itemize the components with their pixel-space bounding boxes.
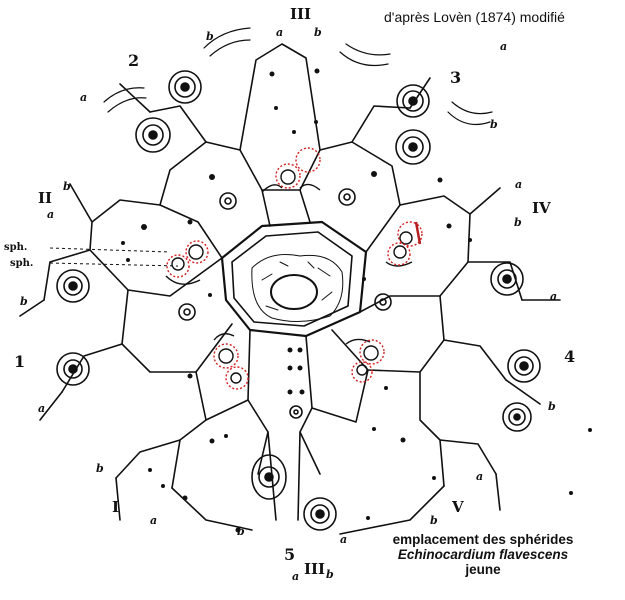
spheridium-marker-I-b	[225, 366, 249, 390]
caption-species: Echinocardium flavescens	[397, 547, 569, 562]
ambulacrum-label-III-bottom: III	[304, 560, 325, 578]
sph-label-2: sph.	[10, 258, 33, 269]
svg-text:a: a	[276, 26, 283, 39]
svg-text:b: b	[314, 26, 322, 39]
svg-text:a: a	[500, 40, 507, 53]
svg-text:b: b	[548, 400, 556, 413]
tubercle-4c	[502, 402, 532, 432]
tubercle-3b	[395, 129, 431, 165]
interambulacrum-label-1: 1	[14, 352, 25, 371]
spheridium-marker-IV-b	[387, 242, 411, 266]
caption-line-1: emplacement des sphérides	[392, 532, 574, 547]
spheridium-marker-III	[295, 147, 321, 173]
svg-text:a: a	[476, 470, 483, 483]
caption: emplacement des sphérides Echinocardium …	[368, 532, 598, 577]
plate-letters: a b b a a b b a a b b a a b b a a b b a …	[20, 26, 557, 583]
spheridium-marker-III-b	[275, 163, 301, 189]
ambulacrum-label-IV: IV	[532, 199, 551, 217]
svg-text:a: a	[38, 402, 45, 415]
svg-text:b: b	[490, 118, 498, 131]
interambulacrum-label-4: 4	[564, 347, 575, 366]
svg-text:b: b	[206, 30, 214, 43]
svg-text:b: b	[63, 180, 71, 193]
spheridium-marker-V	[359, 339, 385, 365]
spheridium-marker-II	[185, 240, 209, 264]
svg-text:a: a	[150, 514, 157, 527]
tubercle-2b	[135, 117, 171, 153]
svg-text:a: a	[515, 178, 522, 191]
svg-text:a: a	[550, 290, 557, 303]
ambulacrum-label-III-top: III	[290, 5, 311, 23]
tubercle-1	[56, 269, 90, 303]
svg-text:b: b	[430, 514, 438, 527]
svg-text:a: a	[340, 533, 347, 546]
tubercle-2	[168, 70, 202, 104]
tubercle-4b	[507, 349, 541, 383]
highlight-stroke	[414, 221, 422, 245]
svg-text:b: b	[20, 295, 28, 308]
tubercle-1b	[56, 352, 90, 386]
primary-tubercles	[56, 70, 541, 531]
tubercle-5a	[251, 454, 287, 500]
central-plate	[220, 220, 368, 338]
svg-text:b: b	[514, 216, 522, 229]
interambulacrum-label-3: 3	[450, 68, 461, 87]
svg-text:a: a	[80, 91, 87, 104]
ambulacrum-label-II: II	[38, 189, 52, 207]
credit-text: d'après Lovèn (1874) modifié	[384, 9, 565, 25]
interambulacrum-label-5: 5	[284, 545, 295, 564]
svg-text:b: b	[96, 462, 104, 475]
svg-text:b: b	[237, 525, 245, 538]
tubercle-4	[490, 262, 524, 296]
ambulacrum-label-V: V	[451, 498, 464, 516]
ambulacrum-III-top	[239, 43, 321, 191]
ambulacrum-label-I: I	[112, 498, 119, 516]
spheridia	[165, 147, 423, 390]
svg-text:b: b	[326, 568, 334, 581]
svg-text:a: a	[292, 570, 299, 583]
spheridium-marker-I	[213, 343, 239, 369]
svg-text:a: a	[47, 208, 54, 221]
spheridium-marker-II-b	[166, 254, 190, 278]
spheridium-marker-IV	[397, 221, 423, 247]
tubercle-5b	[303, 497, 337, 531]
granules	[121, 68, 592, 533]
spheridium-marker-V-b	[351, 361, 373, 383]
interambulacrum-label-2: 2	[128, 51, 139, 70]
sph-label-1: sph.	[4, 242, 27, 253]
anal-opening	[270, 274, 318, 310]
tubercle-3	[396, 84, 430, 118]
caption-line-3: jeune	[465, 562, 501, 577]
